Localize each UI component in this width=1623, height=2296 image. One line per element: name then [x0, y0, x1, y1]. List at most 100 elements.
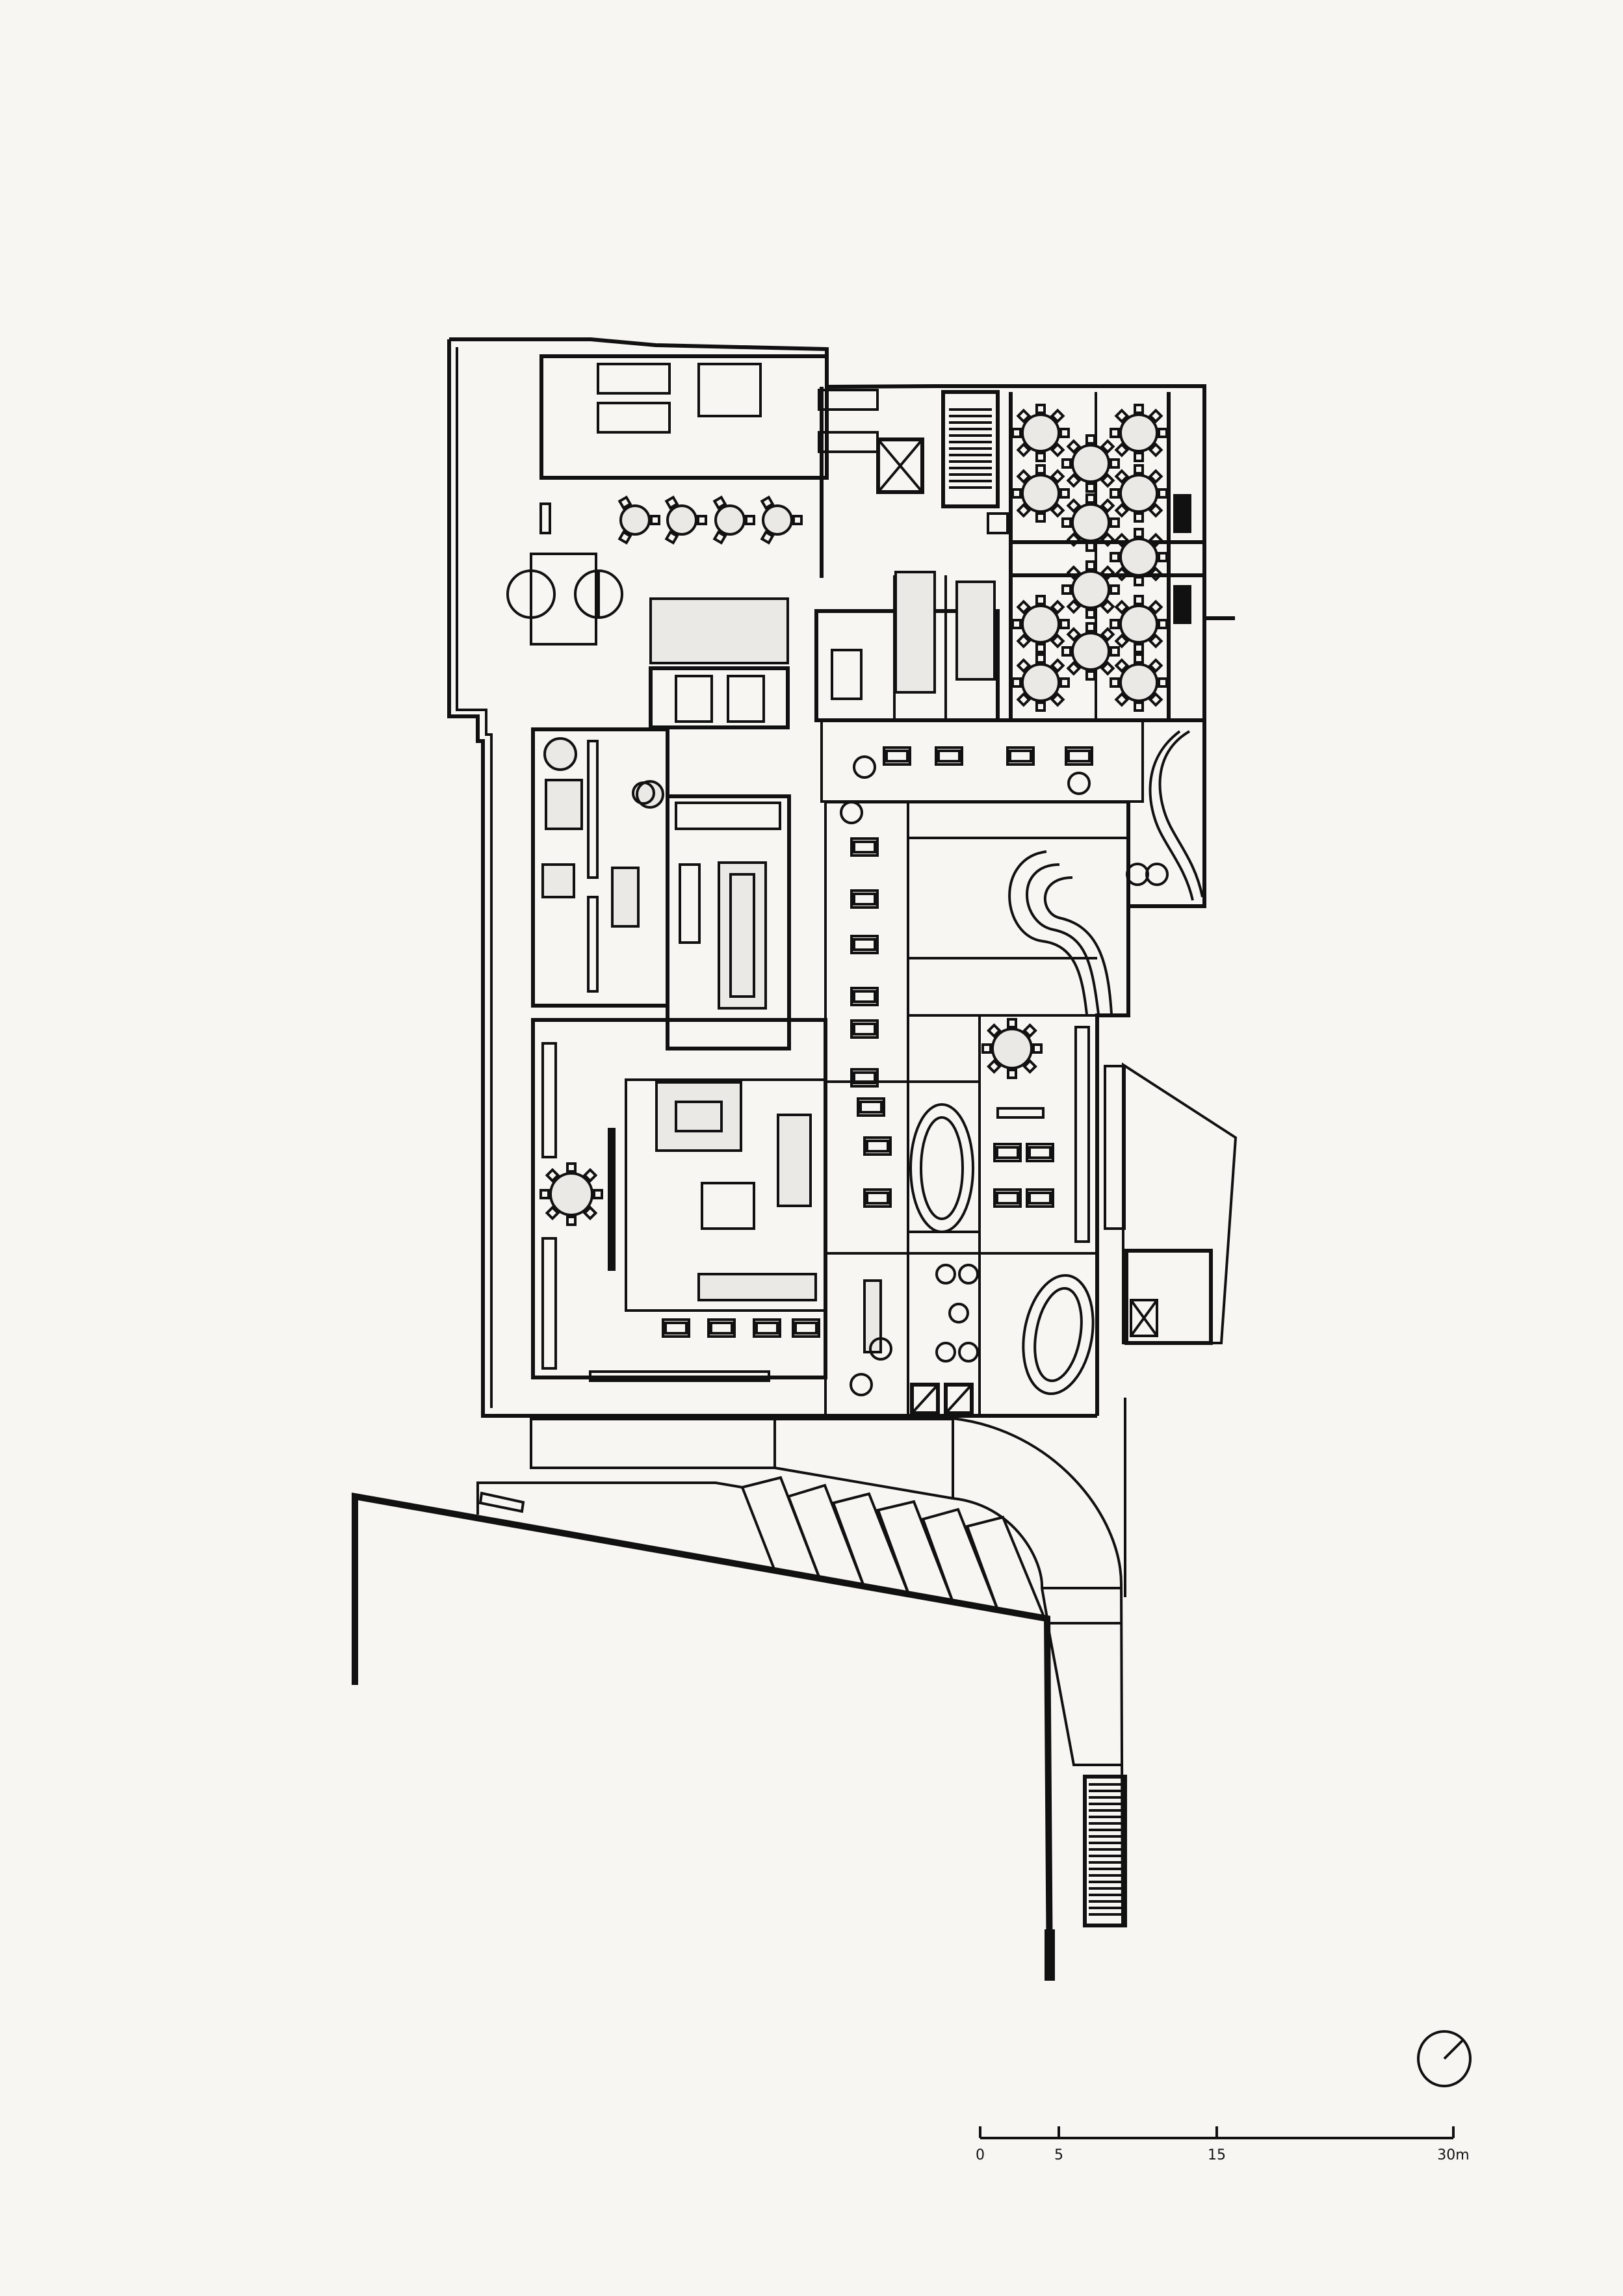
chair — [712, 495, 727, 510]
elevator-lobby — [649, 666, 790, 729]
site-stair — [1083, 1775, 1127, 1927]
chair — [1148, 658, 1163, 673]
chair — [1148, 599, 1163, 615]
chair — [1085, 434, 1096, 445]
round-table — [1021, 663, 1060, 702]
sofa-cushion — [1009, 750, 1032, 763]
sofa-set — [993, 1188, 1022, 1208]
forecourt-edge — [774, 1467, 954, 1500]
chair — [1114, 469, 1130, 484]
chair — [1158, 619, 1168, 629]
sofa — [1026, 1188, 1054, 1208]
sofa-set — [850, 1068, 879, 1088]
chair — [1134, 512, 1144, 523]
chair — [664, 495, 679, 510]
chair — [1059, 619, 1070, 629]
elevator — [727, 675, 765, 723]
chair — [545, 1168, 560, 1183]
chair — [1066, 599, 1082, 614]
chair — [1100, 473, 1115, 488]
sofa-set — [883, 746, 911, 766]
elevator — [675, 675, 713, 723]
north-arrow-needle — [1443, 2038, 1465, 2060]
chair — [1110, 458, 1120, 469]
chair — [1085, 541, 1096, 552]
armchair — [948, 1303, 969, 1324]
round-table — [636, 780, 664, 809]
chair — [1100, 439, 1115, 454]
round-table-set — [1061, 560, 1120, 619]
stage-element — [1173, 585, 1191, 624]
chair — [1061, 458, 1072, 469]
sofa-set — [863, 1188, 892, 1208]
terrace-edge — [820, 720, 1144, 803]
toilet-cubicles — [597, 363, 671, 395]
lift — [1130, 1299, 1158, 1337]
stool — [853, 755, 876, 779]
driveway-curve — [952, 1417, 1124, 1926]
counter — [697, 1273, 817, 1301]
round-table-set — [1110, 404, 1168, 462]
north-arrow-icon — [1417, 2030, 1472, 2087]
chair — [1110, 677, 1120, 688]
sofa — [993, 1143, 1022, 1162]
round-table-set — [1110, 464, 1168, 523]
chair — [1100, 660, 1115, 676]
chair — [1134, 404, 1144, 414]
chair — [650, 515, 660, 525]
chair — [1032, 1043, 1043, 1054]
sofa-set — [857, 1097, 885, 1117]
annex-roof — [1122, 1062, 1238, 1344]
sofa-set — [792, 1318, 820, 1338]
chair — [1114, 633, 1130, 649]
bench — [478, 1491, 525, 1513]
chair — [1134, 452, 1144, 462]
chair — [1148, 502, 1163, 518]
reception-desk — [539, 502, 551, 534]
lobby — [506, 502, 790, 729]
chair — [1050, 408, 1065, 424]
chair — [1050, 469, 1065, 484]
sofa-set — [850, 837, 879, 857]
chair — [1035, 404, 1046, 414]
chair — [1148, 408, 1163, 424]
chair — [1114, 442, 1130, 458]
chair — [1134, 528, 1144, 538]
sofa-set — [935, 746, 963, 766]
armchair — [958, 1342, 979, 1363]
chair — [1134, 643, 1144, 653]
northeast-annex — [1128, 720, 1206, 908]
sofa — [850, 1019, 879, 1039]
chair — [1016, 442, 1032, 458]
round-table-set — [1110, 528, 1168, 586]
round-table-set — [1011, 653, 1070, 712]
round-table — [1119, 413, 1158, 452]
round-table — [619, 504, 651, 536]
chair — [697, 515, 707, 525]
chair — [582, 1205, 598, 1221]
terrace-step — [876, 1500, 954, 1603]
chair — [1110, 428, 1120, 438]
chair — [1114, 599, 1130, 615]
window-bench — [589, 1370, 770, 1382]
round-table — [991, 1028, 1033, 1069]
sofa — [850, 987, 879, 1006]
round-table — [1021, 413, 1060, 452]
sofa-set — [850, 935, 879, 954]
table — [541, 863, 575, 898]
chair — [593, 1189, 603, 1199]
terrace-retaining-wall — [352, 1493, 1053, 1980]
table — [611, 867, 640, 928]
chair — [1134, 464, 1144, 475]
stool — [632, 781, 655, 805]
chair — [1035, 452, 1046, 462]
chair — [1158, 488, 1168, 499]
chair — [1035, 512, 1046, 523]
stool — [840, 801, 863, 824]
chair — [1114, 532, 1130, 548]
chair — [566, 1216, 577, 1226]
organic-pond — [909, 1103, 974, 1233]
chair — [1016, 469, 1032, 484]
sofa-set — [753, 1318, 781, 1338]
east-annex — [1104, 1062, 1238, 1345]
